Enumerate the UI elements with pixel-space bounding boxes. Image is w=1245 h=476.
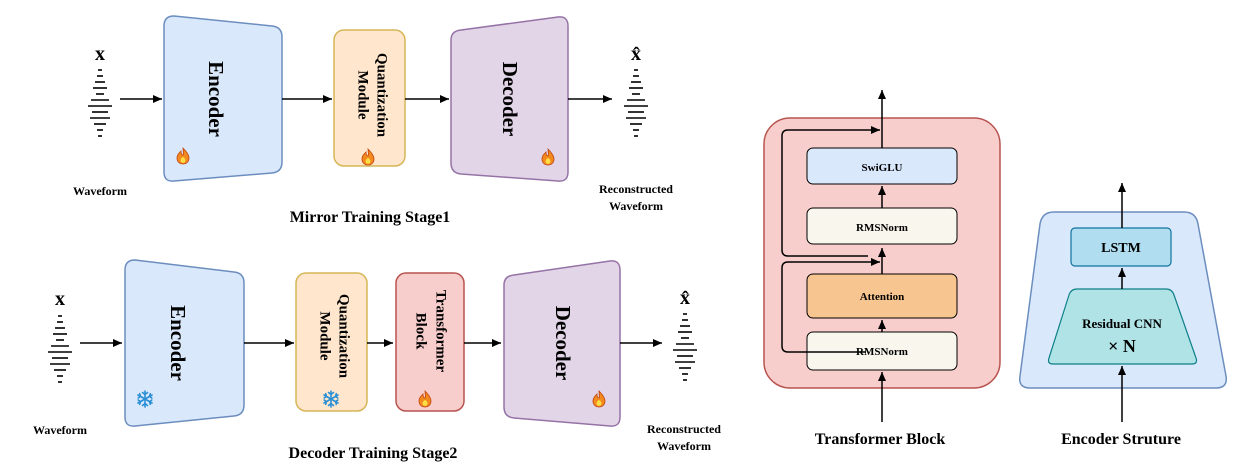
stage1-input-waveform-icon xyxy=(87,69,113,137)
stage2-transformer-block xyxy=(395,272,465,412)
residual-cnn-block xyxy=(1047,288,1198,365)
encoder-structure-caption: Encoder Struture xyxy=(1061,431,1181,448)
transformer-block-caption: Transformer Block xyxy=(815,431,946,448)
stage1-encoder-label: Encoder xyxy=(204,61,228,137)
stage1-quant-label-2: Module xyxy=(355,70,371,120)
stage1-output-symbol: x̂ xyxy=(631,43,641,65)
stage2-quantization-block xyxy=(295,272,368,412)
stage1-output-waveform-icon xyxy=(623,69,649,137)
residual-cnn-multiplier: × N xyxy=(1108,336,1136,356)
stage2-encoder-label: Encoder xyxy=(166,305,190,381)
rmsnorm-top-label: RMSNorm xyxy=(856,222,908,234)
stage2-input-symbol: x xyxy=(55,288,65,310)
stage1-caption: Mirror Training Stage1 xyxy=(290,209,451,226)
stage1-output-label-2: Waveform xyxy=(609,199,663,213)
stage2-decoder-block xyxy=(503,260,621,427)
stage2-decoder-label: Decoder xyxy=(551,306,575,381)
rmsnorm-bottom-label: RMSNorm xyxy=(856,346,908,358)
stage1-quantization-block xyxy=(333,29,406,167)
stage1-decoder-label: Decoder xyxy=(498,62,522,137)
transformer-block-detail: SwiGLU RMSNorm Attention RMSNorm Transfo… xyxy=(763,90,1001,448)
stage2-output-label-1: Reconstructed xyxy=(647,422,721,436)
stage2-quant-label-1: Quantization xyxy=(336,294,352,379)
stage2-transformer-label-1: Transformer xyxy=(433,290,449,373)
residual-connection-upper xyxy=(781,126,880,257)
stage1-output-label-1: Reconstructed xyxy=(599,182,673,196)
encoder-structure-detail: LSTM Residual CNN × N Encoder Struture xyxy=(1018,183,1228,448)
stage1-input-label: Waveform xyxy=(73,184,127,198)
stage2-encoder-block xyxy=(124,259,245,427)
stage2-output-waveform-icon xyxy=(672,313,698,381)
lstm-label: LSTM xyxy=(1101,241,1141,256)
swiglu-label: SwiGLU xyxy=(862,162,903,174)
stage1-input-symbol: x xyxy=(95,43,105,65)
stage2-caption: Decoder Training Stage2 xyxy=(289,445,458,462)
stage2-input-label: Waveform xyxy=(33,423,87,437)
stage2-output-label-2: Waveform xyxy=(657,439,711,453)
lstm-block xyxy=(1070,227,1172,267)
stage2-transformer-label-2: Block xyxy=(413,313,429,350)
stage1-encoder-block xyxy=(163,15,283,182)
stage2-input-waveform-icon xyxy=(47,315,73,383)
stage1-quant-label-1: Quantization xyxy=(374,53,390,138)
stage2-pipeline: x Waveform Encoder Quantization Module T… xyxy=(33,259,721,462)
attention-label: Attention xyxy=(860,291,905,303)
residual-cnn-label: Residual CNN xyxy=(1082,316,1162,331)
residual-connection-lower xyxy=(781,258,880,353)
stage1-pipeline: x Waveform Encoder Quantization Module D… xyxy=(73,15,673,226)
stage2-output-symbol: x̂ xyxy=(680,287,690,309)
stage2-quant-label-2: Module xyxy=(317,311,333,361)
stage1-decoder-block xyxy=(450,16,569,182)
